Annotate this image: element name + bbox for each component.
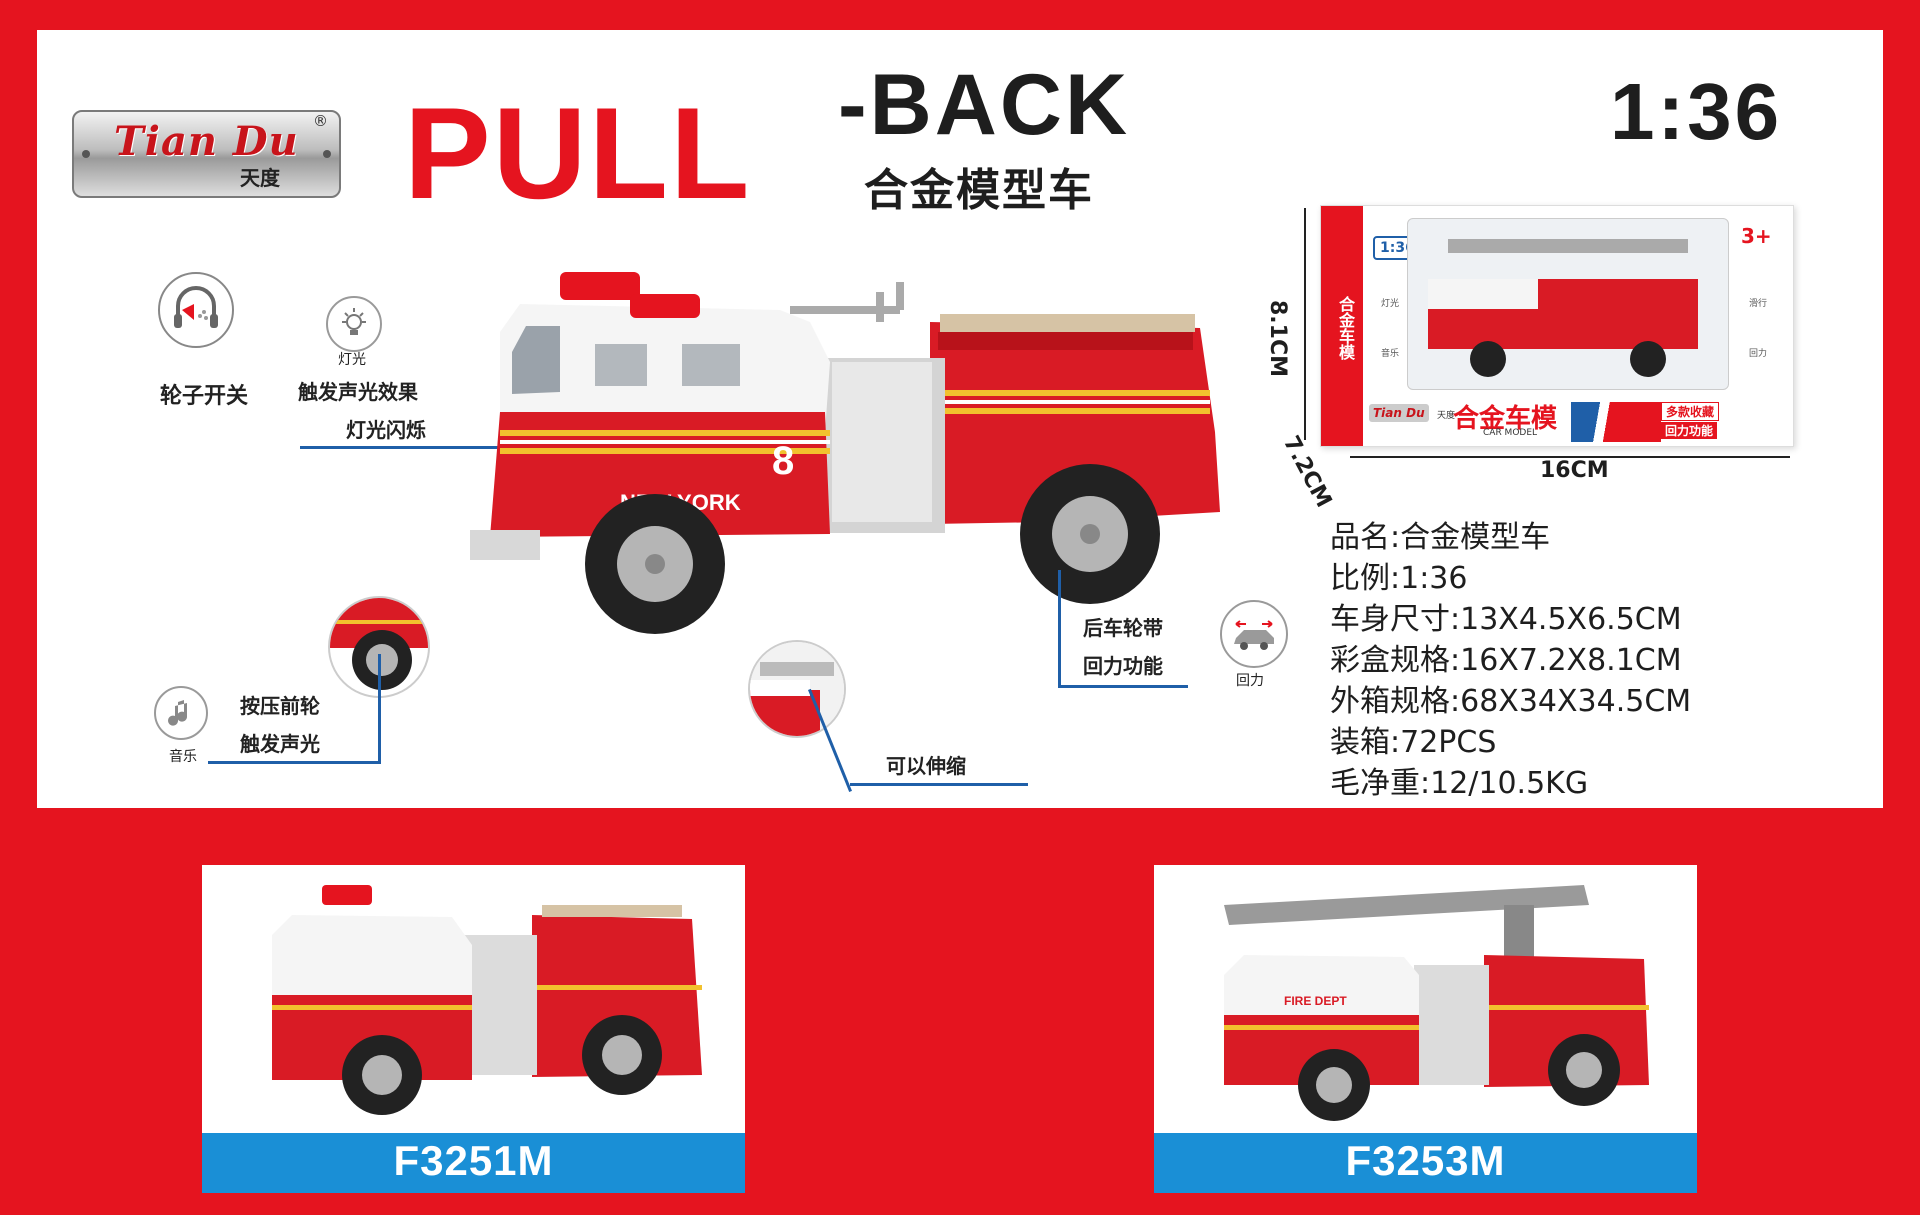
product-code-bar xyxy=(202,1133,745,1193)
box-tag-pullback: 回力功能 xyxy=(1661,422,1718,439)
truck-number-text: 8 xyxy=(772,439,794,483)
light-bulb-icon xyxy=(326,296,382,352)
box-feature-slide: 滑行 xyxy=(1749,299,1768,309)
pullback-line2: 回力功能 xyxy=(1083,654,1163,678)
spec-body-size: 车身尺寸:13X4.5X6.5CM xyxy=(1330,602,1682,637)
title-back: -BACK xyxy=(838,57,1131,153)
product-image-ladder-truck: FIRE DEPT xyxy=(1224,885,1649,1121)
music-icon-label: 音乐 xyxy=(169,749,197,765)
pullback-car-icon xyxy=(1220,600,1288,668)
brand-name-cn: 天度 xyxy=(240,166,280,190)
truck-fire-dept-text: FIRE DEPT xyxy=(1284,994,1347,1008)
product-box-image: 合金车模 1:36 3+ 灯光 音乐 滑行 回力 Tian Du 天度 合金车模… xyxy=(1320,205,1794,447)
spec-scale: 比例:1:36 xyxy=(1330,561,1468,596)
product-card-f3251m[interactable]: F3251M xyxy=(202,865,745,1193)
leader-line xyxy=(1058,570,1061,688)
box-product-name-en: CAR MODEL xyxy=(1483,428,1538,438)
spec-packing: 装箱:72PCS xyxy=(1330,725,1497,760)
extendable-label: 可以伸缩 xyxy=(886,754,966,778)
box-brand-cn: 天度 xyxy=(1437,411,1456,421)
box-stripe xyxy=(1571,402,1661,442)
spec-carton-size: 外箱规格:68X34X34.5CM xyxy=(1330,684,1692,719)
fire-truck-image: NEW YORK 8 xyxy=(470,272,1220,634)
box-side-panel xyxy=(1321,206,1363,446)
product-code: F3251M xyxy=(393,1137,554,1184)
scale-label: 1:36 xyxy=(1610,67,1783,156)
box-side-text: 合金车模 xyxy=(1336,296,1355,360)
box-brand: Tian Du xyxy=(1369,404,1429,422)
box-window xyxy=(1407,218,1729,390)
registered-mark: ® xyxy=(313,112,328,130)
light-effect-label: 触发声光效果 xyxy=(298,380,418,404)
logo-rivet xyxy=(82,150,90,158)
logo-rivet xyxy=(323,150,331,158)
box-height-dimension: 8.1CM xyxy=(1265,300,1290,378)
height-dimension-line xyxy=(1304,208,1306,440)
light-icon-label: 灯光 xyxy=(338,352,366,368)
music-note-icon xyxy=(154,686,208,740)
box-feature-pullback: 回力 xyxy=(1749,349,1768,359)
press-wheel-line1: 按压前轮 xyxy=(240,694,320,718)
leader-line xyxy=(208,761,381,764)
title-pull: PULL xyxy=(404,80,752,226)
leader-line xyxy=(1058,685,1188,688)
product-card-f3253m[interactable]: FIRE DEPT F3253M xyxy=(1154,865,1697,1193)
product-code: F3253M xyxy=(1345,1137,1506,1184)
box-width-dimension: 16CM xyxy=(1540,458,1609,483)
box-product-name: 合金车模 xyxy=(1453,404,1558,434)
pullback-icon-label: 回力 xyxy=(1236,673,1264,689)
title-subtitle: 合金模型车 xyxy=(864,165,1094,216)
ladder-detail-image xyxy=(748,640,846,738)
front-wheel-detail-image xyxy=(328,596,430,698)
leader-line xyxy=(850,783,1028,786)
pullback-line1: 后车轮带 xyxy=(1083,616,1163,640)
wheel-switch-label: 轮子开关 xyxy=(160,384,249,409)
spec-product-name: 品名:合金模型车 xyxy=(1330,520,1551,555)
leader-line xyxy=(300,446,506,449)
product-code-bar xyxy=(1154,1133,1697,1193)
light-flash-label: 灯光闪烁 xyxy=(346,418,426,442)
headphone-switch-icon xyxy=(158,272,234,348)
width-dimension-line xyxy=(1350,456,1790,458)
box-feature-music: 音乐 xyxy=(1381,349,1400,359)
spec-weight: 毛净重:12/10.5KG xyxy=(1330,766,1589,801)
product-image-pumper xyxy=(272,885,702,1115)
spec-box-size: 彩盒规格:16X7.2X8.1CM xyxy=(1330,643,1682,678)
leader-line xyxy=(378,654,381,764)
box-tag-collect: 多款收藏 xyxy=(1661,402,1720,421)
box-age-label: 3+ xyxy=(1741,224,1772,248)
brand-logo: Tian Du 天度 xyxy=(72,110,341,198)
press-wheel-line2: 触发声光 xyxy=(240,732,320,756)
box-feature-light: 灯光 xyxy=(1381,299,1400,309)
brand-name: Tian Du xyxy=(114,118,299,165)
